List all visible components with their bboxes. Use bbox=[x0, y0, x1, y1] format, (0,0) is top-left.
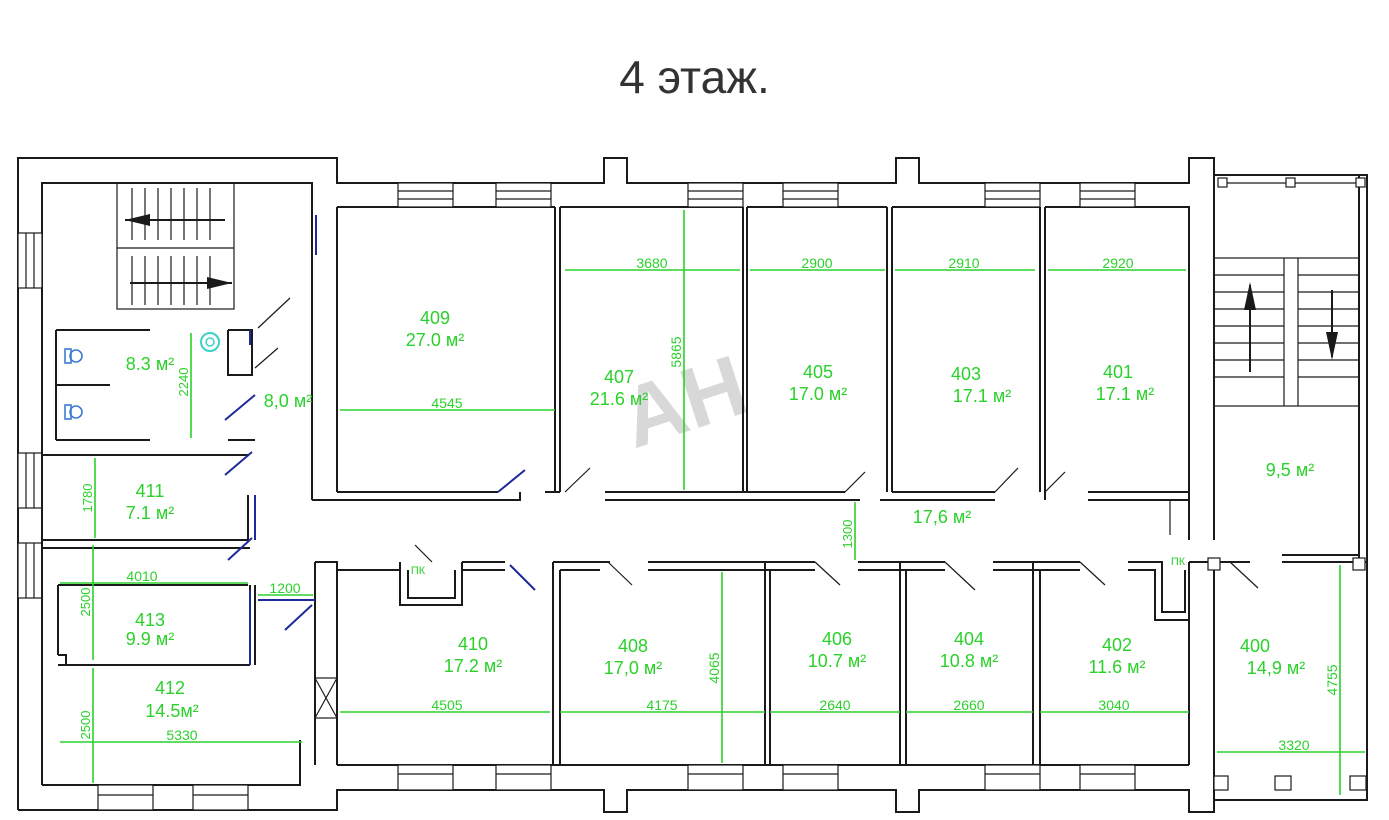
dim-5330: 5330 bbox=[166, 727, 197, 743]
windows-left bbox=[17, 232, 43, 599]
room-407-number: 407 bbox=[604, 367, 634, 387]
dim-2660: 2660 bbox=[953, 697, 984, 713]
left-block-walls bbox=[41, 305, 256, 785]
room-403-area: 17.1 м² bbox=[953, 386, 1011, 406]
windows-top bbox=[397, 182, 1136, 208]
dim-4755: 4755 bbox=[1324, 664, 1340, 695]
corridor-area: 17,6 м² bbox=[913, 507, 971, 527]
doors bbox=[224, 215, 1259, 665]
room-412-number: 412 bbox=[155, 678, 185, 698]
room-413-number: 413 bbox=[135, 610, 165, 630]
room-402-area: 11.6 м² bbox=[1088, 657, 1145, 677]
room-404-number: 404 bbox=[954, 629, 984, 649]
dim-1200: 1200 bbox=[269, 580, 300, 596]
pk-label-1: ПК bbox=[411, 565, 426, 577]
room-410-number: 410 bbox=[458, 634, 488, 654]
room-412-area: 14.5м² bbox=[145, 701, 198, 721]
room-409-area: 27.0 м² bbox=[406, 330, 464, 350]
hall-area: 8,0 м² bbox=[264, 391, 312, 411]
room-404-area: 10.8 м² bbox=[940, 651, 998, 671]
room-400-number: 400 bbox=[1240, 636, 1270, 656]
room-406-number: 406 bbox=[822, 629, 852, 649]
room-400-area: 14,9 м² bbox=[1247, 658, 1305, 678]
dim-4010: 4010 bbox=[126, 568, 157, 584]
dim-3040: 3040 bbox=[1098, 697, 1129, 713]
bottom-room-walls bbox=[314, 554, 1367, 800]
left-staircase bbox=[116, 182, 235, 310]
dim-2240: 2240 bbox=[176, 368, 191, 397]
dim-3680: 3680 bbox=[636, 255, 667, 271]
room-403-number: 403 bbox=[951, 364, 981, 384]
room-406-area: 10.7 м² bbox=[808, 651, 866, 671]
windows-bottom bbox=[97, 764, 1136, 811]
dimension-labels: 3680 2900 2910 2920 4545 5865 2240 1780 … bbox=[78, 255, 1340, 753]
right-staircase bbox=[1213, 177, 1366, 407]
stair-area: 9,5 м² bbox=[1266, 460, 1314, 480]
room-409-number: 409 bbox=[420, 308, 450, 328]
dim-3320: 3320 bbox=[1278, 737, 1309, 753]
dim-4505: 4505 bbox=[431, 697, 462, 713]
top-room-walls bbox=[311, 207, 1189, 501]
room-408-area: 17,0 м² bbox=[604, 658, 662, 678]
wc-area: 8.3 м² bbox=[126, 354, 174, 374]
dim-5865: 5865 bbox=[668, 336, 684, 367]
floor-title: 4 этаж. bbox=[619, 51, 770, 103]
dim-4175: 4175 bbox=[646, 697, 677, 713]
dim-2900: 2900 bbox=[801, 255, 832, 271]
dim-1780: 1780 bbox=[80, 484, 95, 513]
room-407-area: 21.6 м² bbox=[590, 389, 648, 409]
dimension-lines bbox=[60, 210, 1365, 795]
room-408-number: 408 bbox=[618, 636, 648, 656]
room-402-number: 402 bbox=[1102, 635, 1132, 655]
room-401-area: 17.1 м² bbox=[1096, 384, 1154, 404]
dim-2910: 2910 bbox=[948, 255, 979, 271]
dim-2640: 2640 bbox=[819, 697, 850, 713]
dim-1300: 1300 bbox=[840, 520, 855, 549]
dim-2500-a: 2500 bbox=[78, 588, 93, 617]
room-411-area: 7.1 м² bbox=[126, 503, 174, 523]
dim-4545: 4545 bbox=[431, 395, 462, 411]
room-410-area: 17.2 м² bbox=[444, 656, 502, 676]
dim-2920: 2920 bbox=[1102, 255, 1133, 271]
room-405-area: 17.0 м² bbox=[789, 384, 847, 404]
room-401-number: 401 bbox=[1103, 362, 1133, 382]
dim-4065: 4065 bbox=[706, 652, 722, 683]
room-411-number: 411 bbox=[136, 481, 165, 501]
pk-label-2: ПК bbox=[1171, 556, 1186, 568]
room-405-number: 405 bbox=[803, 362, 833, 382]
outer-walls bbox=[17, 157, 1368, 813]
room-labels: 409 27.0 м² 407 21.6 м² 405 17.0 м² 403 … bbox=[126, 308, 1314, 721]
dim-2500-b: 2500 bbox=[78, 711, 93, 740]
room-413-area: 9.9 м² bbox=[126, 629, 174, 649]
